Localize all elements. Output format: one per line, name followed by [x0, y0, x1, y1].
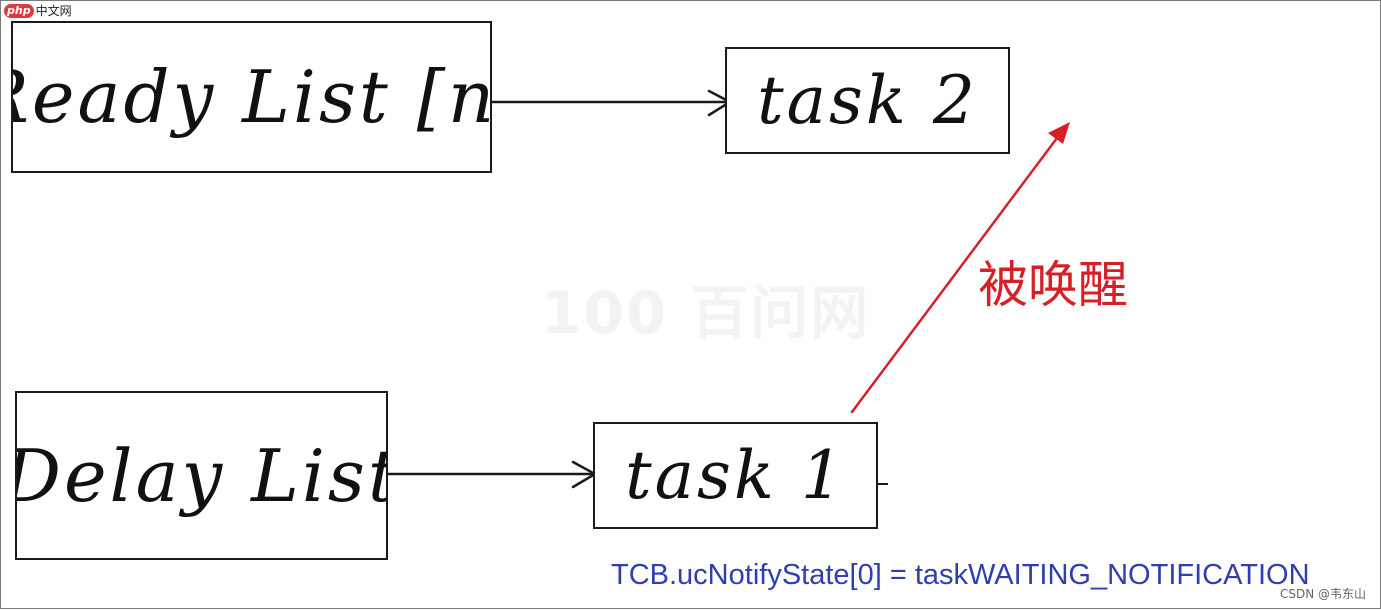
credit-watermark: CSDN @韦东山 [1279, 587, 1366, 601]
task1-box: task 1 [593, 422, 878, 529]
site-name: 中文网 [35, 4, 72, 18]
watermark: 100 百问网 [541, 266, 870, 350]
php-cn-logo: php 中文网 [4, 3, 72, 19]
delay-list-box: Delay List [15, 391, 388, 560]
task2-label: task 2 [757, 62, 978, 139]
notify-state-annotation: TCB.ucNotifyState[0] = taskWAITING_NOTIF… [611, 559, 1310, 591]
delay-list-label: Delay List [15, 433, 388, 518]
delay-to-task1-arrow [386, 460, 598, 489]
wakeup-label: 被唤醒 [978, 256, 1128, 314]
ready-to-task2-arrow [490, 89, 733, 117]
ready-list-label: Ready List [n] [13, 55, 490, 139]
task1-label: task 1 [625, 437, 846, 514]
php-badge: php [4, 4, 34, 18]
task2-box: task 2 [725, 47, 1010, 154]
ready-list-box: Ready List [n] [11, 21, 492, 173]
wakeup-arrow [850, 122, 1070, 414]
